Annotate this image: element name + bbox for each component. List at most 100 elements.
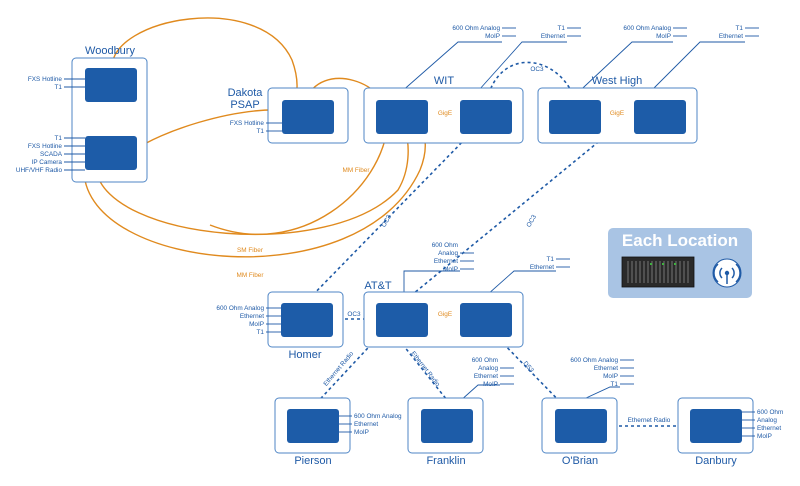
obrian-device bbox=[555, 409, 607, 443]
westhigh-left-ports: 600 Ohm Analog MoIP bbox=[623, 25, 687, 40]
port-label: 600 Ohm Analog bbox=[623, 25, 671, 32]
link-oc3-left: OC3 bbox=[380, 213, 393, 228]
westhigh-right-ports: T1 Ethernet bbox=[719, 25, 759, 40]
dakota-ports: FXS Hotline T1 bbox=[230, 120, 282, 135]
port-label: Ethernet bbox=[434, 258, 458, 265]
link-sm-fiber: SM Fiber bbox=[237, 247, 264, 254]
woodbury-device-top bbox=[85, 68, 137, 102]
link-eth-radio-franklin: Ethernet Radio bbox=[409, 350, 441, 388]
port-label: FXS Hotline bbox=[28, 143, 63, 150]
port-label: Analog bbox=[438, 250, 458, 257]
link-oc3-homer: OC3 bbox=[347, 311, 361, 318]
port-label: FXS Hotline bbox=[230, 120, 265, 127]
port-label: MoIP bbox=[249, 321, 264, 328]
site-dakota-line2: PSAP bbox=[230, 99, 259, 111]
dakota-device bbox=[282, 100, 334, 134]
port-label: 600 Ohm bbox=[472, 357, 498, 364]
site-pierson: Pierson bbox=[294, 455, 331, 467]
link-oc3-top: OC3 bbox=[530, 66, 544, 73]
site-att: AT&T bbox=[364, 280, 392, 292]
woodbury-device-bottom bbox=[85, 136, 137, 170]
link-eth-radio-pierson: Ethernet Radio bbox=[322, 350, 355, 387]
port-label: SCADA bbox=[40, 151, 63, 158]
wit-device-right bbox=[460, 100, 512, 134]
port-label: MoIP bbox=[603, 373, 618, 380]
port-label: Ethernet bbox=[474, 373, 498, 380]
port-label: Analog bbox=[757, 417, 777, 424]
port-label: T1 bbox=[55, 135, 63, 142]
port-label: 600 Ohm Analog bbox=[354, 413, 402, 420]
danbury-ports: 600 Ohm Analog Ethernet MoIP bbox=[742, 409, 783, 440]
port-label: T1 bbox=[611, 381, 619, 388]
port-label: 600 Ohm bbox=[432, 242, 458, 249]
pierson-device bbox=[287, 409, 339, 443]
pierson-ports: 600 Ohm Analog Ethernet MoIP bbox=[339, 413, 402, 436]
legend-each-location: Each Location bbox=[608, 228, 752, 298]
port-label: T1 bbox=[257, 329, 265, 336]
franklin-ports: 600 Ohm Analog Ethernet MoIP bbox=[472, 357, 514, 388]
wit-left-leader bbox=[391, 41, 502, 101]
westhigh-right-leader bbox=[641, 41, 745, 101]
wit-device-left bbox=[376, 100, 428, 134]
port-label: Ethernet bbox=[354, 421, 378, 428]
wit-left-ports: 600 Ohm Analog MoIP bbox=[452, 25, 516, 40]
callout-lines bbox=[391, 41, 745, 411]
link-mm-fiber-1: MM Fiber bbox=[343, 167, 371, 174]
port-label: Ethernet bbox=[757, 425, 781, 432]
port-label: 600 Ohm bbox=[757, 409, 783, 416]
port-label: UHF/VHF Radio bbox=[16, 167, 63, 174]
link-mm-fiber-2: MM Fiber bbox=[237, 272, 265, 279]
port-label: Ethernet bbox=[530, 264, 554, 271]
link-eth-radio-danbury: Ethernet Radio bbox=[628, 417, 671, 424]
westhigh-device-right bbox=[634, 100, 686, 134]
woodbury-top-ports: FXS Hotline T1 bbox=[28, 76, 85, 91]
port-label: 600 Ohm Analog bbox=[452, 25, 500, 32]
wireless-radio-icon bbox=[712, 258, 742, 288]
wit-right-leader bbox=[469, 41, 567, 101]
port-label: Ethernet bbox=[541, 33, 565, 40]
rack-chassis-icon bbox=[621, 256, 695, 288]
link-gige-att: GigE bbox=[438, 311, 452, 318]
port-label: T1 bbox=[558, 25, 566, 32]
port-label: Ethernet bbox=[594, 365, 618, 372]
franklin-device bbox=[421, 409, 473, 443]
port-label: MoIP bbox=[656, 33, 671, 40]
devices bbox=[85, 68, 742, 443]
wit-right-ports: T1 Ethernet bbox=[541, 25, 581, 40]
att-left-ports: 600 Ohm Analog Ethernet MoIP bbox=[432, 242, 474, 273]
port-label: 600 Ohm Analog bbox=[570, 357, 618, 364]
port-label: MoIP bbox=[485, 33, 500, 40]
port-label: T1 bbox=[55, 84, 63, 91]
port-label: 600 Ohm Analog bbox=[216, 305, 264, 312]
site-franklin: Franklin bbox=[426, 455, 465, 467]
port-label: MoIP bbox=[757, 433, 772, 440]
homer-ports: 600 Ohm Analog Ethernet MoIP T1 bbox=[216, 305, 281, 336]
port-label: Analog bbox=[478, 365, 498, 372]
att-device-right bbox=[460, 303, 512, 337]
site-danbury: Danbury bbox=[695, 455, 737, 467]
site-obrian: O'Brian bbox=[562, 455, 598, 467]
port-label: MoIP bbox=[354, 429, 369, 436]
att-right-ports: T1 Ethernet bbox=[530, 256, 570, 271]
link-gige-westhigh: GigE bbox=[610, 110, 624, 117]
site-names: Woodbury Dakota PSAP WIT West High AT&T … bbox=[85, 45, 737, 467]
link-oc3-right: OC3 bbox=[525, 213, 538, 228]
site-wit: WIT bbox=[434, 75, 454, 87]
site-woodbury: Woodbury bbox=[85, 45, 135, 57]
obrian-ports: 600 Ohm Analog Ethernet MoIP T1 bbox=[570, 357, 634, 388]
oc3-westhigh-att bbox=[401, 133, 609, 304]
port-label: MoIP bbox=[483, 381, 498, 388]
port-label: IP Camera bbox=[32, 159, 63, 166]
link-ds3: DS3 bbox=[521, 360, 535, 374]
legend-title: Each Location bbox=[622, 231, 738, 250]
port-label: T1 bbox=[547, 256, 555, 263]
fiber-mm-outer bbox=[83, 127, 426, 258]
danbury-device bbox=[690, 409, 742, 443]
port-label: MoIP bbox=[443, 266, 458, 273]
site-homer: Homer bbox=[288, 349, 321, 361]
site-westhigh: West High bbox=[592, 75, 643, 87]
oc3-wit-westhigh bbox=[486, 61, 576, 101]
port-label: FXS Hotline bbox=[28, 76, 63, 83]
